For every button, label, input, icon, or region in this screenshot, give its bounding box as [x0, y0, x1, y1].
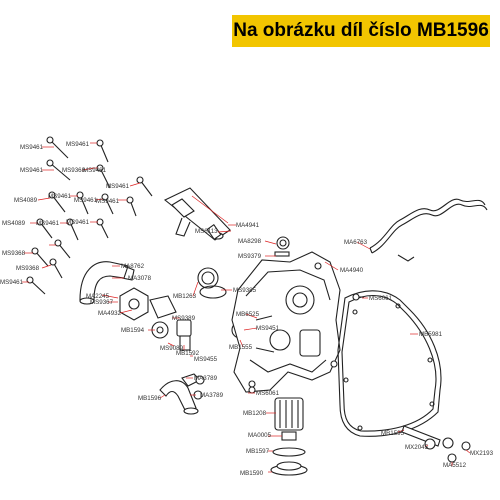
label-ms9368[interactable]: MS9368 — [2, 250, 26, 257]
label-ma5512[interactable]: MA5512 — [443, 462, 467, 469]
oil-filter[interactable] — [274, 397, 304, 431]
label-mb1597[interactable]: MB1597 — [246, 448, 270, 455]
label-mb1596[interactable]: MB1596 — [138, 395, 162, 402]
label-ma8762[interactable]: MA8762 — [121, 263, 145, 270]
label-ms9368[interactable]: MS9368 — [16, 265, 40, 272]
bolt-ms6061-upper[interactable] — [352, 293, 364, 301]
clip-ma3789[interactable] — [193, 375, 205, 400]
label-mx2045[interactable]: MX2045 — [405, 444, 429, 451]
part-number-banner: Na obrázku díl číslo MB1596 — [232, 15, 490, 47]
part-mb1596-pipe[interactable] — [159, 373, 201, 415]
label-mb1208[interactable]: MB1208 — [243, 410, 267, 417]
bolts-group — [26, 136, 153, 295]
label-ms9385[interactable]: MS9385 — [233, 287, 257, 294]
bolt-3[interactable] — [46, 159, 71, 181]
label-mb1590[interactable]: MB1590 — [240, 470, 264, 477]
label-ms9461[interactable]: MS9461 — [96, 198, 120, 205]
spring-ma0005[interactable] — [281, 431, 297, 441]
label-mx2193[interactable]: MX2193 — [470, 450, 494, 457]
label-ma6763[interactable]: MA6763 — [344, 239, 368, 246]
label-ms9461[interactable]: MS9461 — [66, 219, 90, 226]
bolt-5[interactable] — [136, 176, 153, 197]
label-ms9461[interactable]: MS9461 — [83, 167, 107, 174]
seal-mx2045[interactable] — [424, 438, 436, 450]
cover-gasket[interactable] — [337, 290, 442, 437]
label-ma3789[interactable]: MA3789 — [200, 392, 224, 399]
label-ms9461[interactable]: MS9461 — [20, 167, 44, 174]
bolt-14[interactable] — [31, 247, 49, 267]
part-labels: MS9461 MS9461 MS9461 MS9368 MS9461 MS946… — [0, 141, 494, 477]
label-ma4940[interactable]: MA4940 — [340, 267, 364, 274]
label-ms9379[interactable]: MS9379 — [238, 253, 262, 260]
bolt-2[interactable] — [96, 139, 109, 163]
label-ms9461[interactable]: MS9461 — [0, 279, 24, 286]
bolt-8[interactable] — [101, 193, 114, 215]
label-ma3789[interactable]: MA3789 — [194, 375, 218, 382]
label-ma4932[interactable]: MA4932 — [98, 310, 122, 317]
crankcase-cover[interactable] — [231, 251, 341, 393]
label-mb1592[interactable]: MB1592 — [176, 350, 200, 357]
label-ms9461[interactable]: MS9461 — [36, 220, 60, 227]
label-mb1595[interactable]: MB1595 — [381, 430, 405, 437]
label-ma8298[interactable]: MA8298 — [238, 238, 262, 245]
bolt-9[interactable] — [126, 196, 137, 217]
banner-title: Na obrázku díl číslo MB1596 — [233, 20, 489, 41]
label-ma4941[interactable]: MA4941 — [236, 222, 260, 229]
bolt-10[interactable] — [36, 218, 53, 239]
bolt-16[interactable] — [26, 276, 46, 295]
label-mb6525[interactable]: MB6525 — [236, 311, 260, 318]
o-ring-mb1597[interactable] — [272, 447, 306, 457]
label-ms9368[interactable]: MS9368 — [62, 167, 86, 174]
bolt-12[interactable] — [96, 218, 109, 239]
label-ms6061[interactable]: MS6061 — [256, 390, 280, 397]
label-ms4089[interactable]: MS4089 — [14, 197, 38, 204]
label-ms4089[interactable]: MS4089 — [2, 220, 26, 227]
label-ms9089[interactable]: MS9089 — [160, 345, 184, 352]
leader-lines — [22, 142, 471, 473]
breather-hose[interactable] — [369, 198, 488, 262]
washer-mx2193[interactable] — [461, 441, 471, 451]
label-mb1263[interactable]: MB1263 — [173, 293, 197, 300]
bolt-11[interactable] — [66, 218, 79, 241]
circlip-ma5512[interactable] — [447, 453, 457, 463]
label-ms9461[interactable]: MS9461 — [74, 197, 98, 204]
label-ms9461[interactable]: MS9461 — [48, 193, 72, 200]
label-ms9461[interactable]: MS9461 — [66, 141, 90, 148]
label-ms9461[interactable]: MS9461 — [20, 144, 44, 151]
label-ms9455[interactable]: MS9455 — [194, 356, 218, 363]
label-ma2245[interactable]: MA2245 — [86, 293, 110, 300]
filter-cap-mb1590[interactable] — [270, 461, 308, 476]
label-mb1594[interactable]: MB1594 — [121, 327, 145, 334]
bolt-1[interactable] — [46, 136, 69, 159]
filler-plug[interactable] — [274, 236, 290, 257]
label-ma0005[interactable]: MA0005 — [248, 432, 272, 439]
label-ms9451[interactable]: MS9451 — [256, 325, 280, 332]
bolt-15[interactable] — [49, 258, 63, 279]
bolt-6[interactable] — [48, 191, 66, 213]
label-ma3078[interactable]: MA3078 — [128, 275, 152, 282]
bolt-7[interactable] — [76, 191, 89, 215]
dipstick-assembly[interactable] — [163, 187, 231, 241]
label-mb1555[interactable]: MB1555 — [229, 344, 253, 351]
bolt-13[interactable] — [54, 239, 71, 259]
bolt-ms6061-lower[interactable] — [248, 386, 256, 394]
label-ms9367[interactable]: MS9367 — [90, 299, 114, 306]
water-pump-parts[interactable] — [119, 287, 192, 351]
label-ms6113[interactable]: MS6113 — [195, 228, 218, 235]
label-ms9461[interactable]: MS9461 — [106, 183, 130, 190]
label-ms9389[interactable]: MS9389 — [172, 315, 196, 322]
label-ms6061[interactable]: MS6061 — [369, 295, 393, 302]
label-mb5981[interactable]: MB5981 — [419, 331, 443, 338]
